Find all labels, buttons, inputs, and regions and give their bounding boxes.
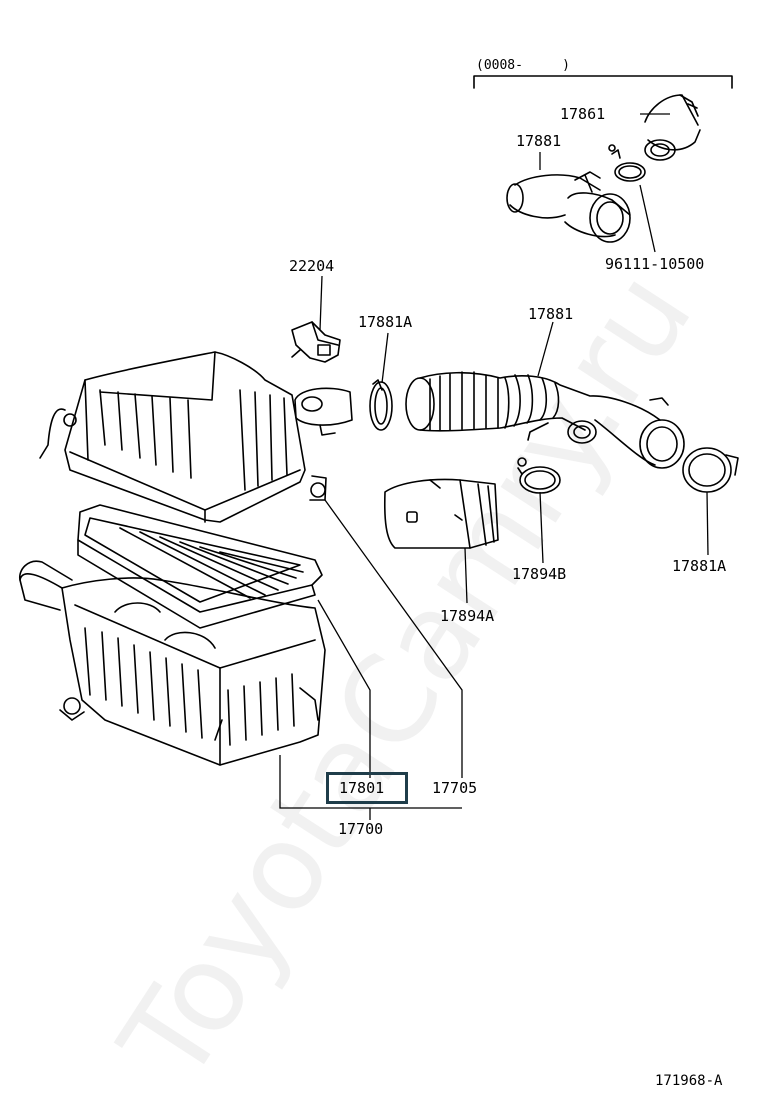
leader-17881A-left bbox=[381, 332, 389, 384]
leader-17894B bbox=[539, 491, 544, 564]
leader-17881-mid bbox=[537, 321, 554, 377]
clamp-17881A-right bbox=[682, 447, 739, 493]
part-label-96111-10500[interactable]: 96111-10500 bbox=[605, 255, 705, 273]
sensor-22204 bbox=[291, 321, 341, 363]
leader-17881A-right bbox=[706, 491, 709, 556]
leader-17705 bbox=[324, 499, 463, 778]
part-label-17705[interactable]: 17705 bbox=[432, 779, 478, 797]
part-label-22204[interactable]: 22204 bbox=[289, 257, 335, 275]
clamp-17894B bbox=[517, 457, 561, 494]
leader-lines bbox=[279, 113, 709, 820]
leader-17700-bracket bbox=[279, 755, 462, 809]
leader-17894A bbox=[464, 547, 468, 604]
part-label-17881-top[interactable]: 17881 bbox=[516, 132, 562, 150]
selected-part-highlight bbox=[326, 772, 408, 804]
leader-96111 bbox=[639, 184, 656, 253]
part-label-17881-mid[interactable]: 17881 bbox=[528, 305, 574, 323]
inset-hose-17881 bbox=[506, 171, 631, 243]
part-label-17894B[interactable]: 17894B bbox=[512, 565, 567, 583]
leader-17801 bbox=[317, 599, 371, 778]
filter-element-17801 bbox=[77, 504, 323, 629]
cleaner-cap-17705 bbox=[39, 351, 327, 523]
clamp-17881A-left bbox=[369, 379, 393, 431]
intake-hose-17881 bbox=[405, 371, 685, 469]
leader-22204 bbox=[319, 275, 323, 331]
cleaner-case bbox=[18, 560, 326, 766]
inset-clamp-96111 bbox=[608, 144, 646, 182]
date-range-bracket bbox=[473, 75, 733, 89]
part-label-17881A-left[interactable]: 17881A bbox=[358, 313, 413, 331]
part-label-17801[interactable]: 17801 bbox=[339, 779, 385, 797]
part-label-17700[interactable]: 17700 bbox=[338, 820, 384, 838]
part-label-17894A[interactable]: 17894A bbox=[440, 607, 495, 625]
inset-elbow-17861 bbox=[644, 94, 701, 161]
part-label-17881A-right[interactable]: 17881A bbox=[672, 557, 727, 575]
part-label-17861[interactable]: 17861 bbox=[560, 105, 606, 123]
airflow-meter bbox=[294, 387, 353, 436]
resonator-17894A bbox=[383, 478, 499, 549]
date-range-label: (0008- ) bbox=[476, 58, 570, 73]
diagram-id: 171968-A bbox=[655, 1073, 723, 1089]
